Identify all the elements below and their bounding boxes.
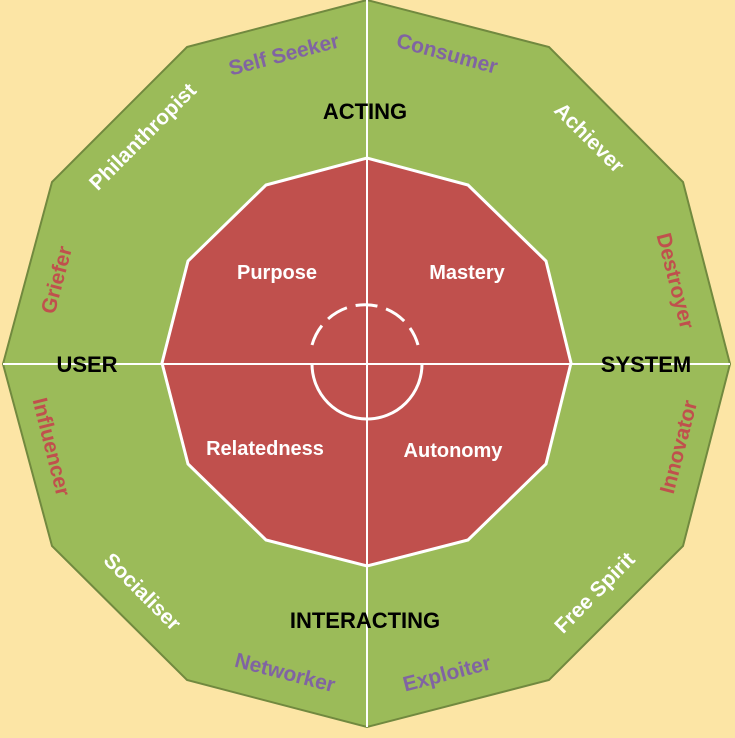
- quadrant-label-purpose: Purpose: [237, 262, 317, 284]
- axis-label-system: SYSTEM: [601, 352, 691, 377]
- axis-label-interacting: INTERACTING: [290, 608, 440, 633]
- axis-label-user: USER: [56, 352, 117, 377]
- center-circle-dashed-top: [310, 303, 420, 346]
- quadrant-label-mastery: Mastery: [429, 262, 505, 284]
- axis-label-acting: ACTING: [323, 99, 407, 124]
- quadrant-label-relatedness: Relatedness: [206, 438, 324, 460]
- center-circle-solid-bottom: [310, 363, 424, 421]
- quadrant-label-autonomy: Autonomy: [404, 440, 504, 462]
